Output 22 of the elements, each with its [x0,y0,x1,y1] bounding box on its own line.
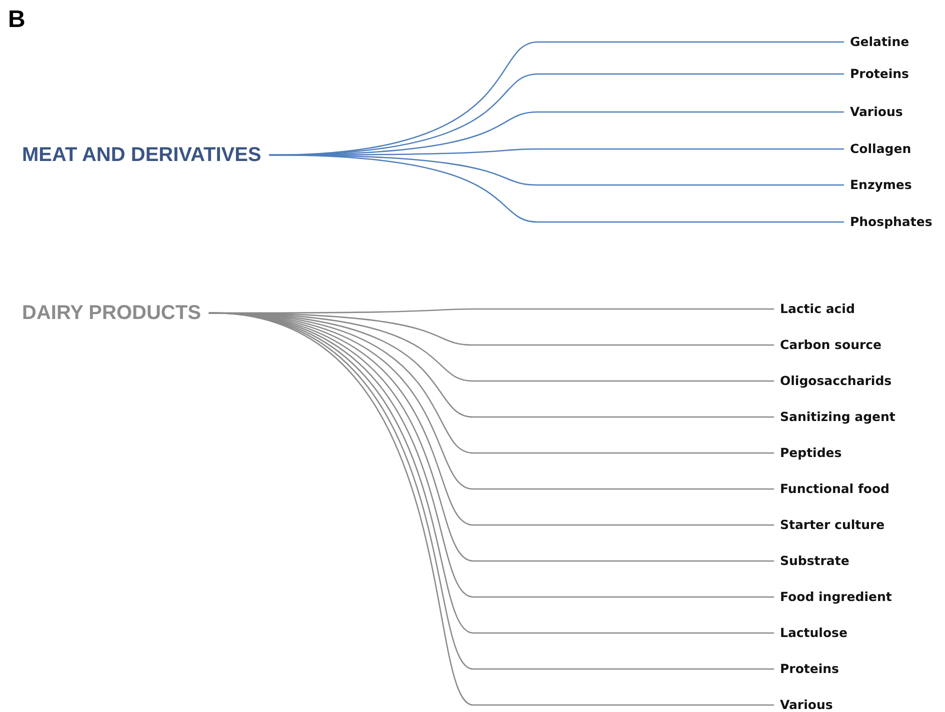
branch-label: Enzymes [850,176,912,194]
branch-label: Sanitizing agent [780,408,896,426]
branch-label: Collagen [850,140,912,158]
branch-label: Carbon source [780,336,882,354]
branch-label: Phosphates [850,213,932,231]
branch-label: Proteins [850,65,909,83]
branch-label: Proteins [780,660,839,678]
branch-label: Various [850,103,903,121]
branch-label: Various [780,696,833,712]
branch-label: Peptides [780,444,842,462]
category-heading: MEAT AND DERIVATIVES [22,143,262,167]
branch-label: Lactulose [780,624,848,642]
branch-label: Lactic acid [780,300,855,318]
branch-label: Food ingredient [780,588,892,606]
branch-label: Oligosaccharids [780,372,892,390]
branch-label: Substrate [780,552,850,570]
branch-label: Gelatine [850,33,910,51]
branch-line [269,154,844,223]
branch-label: Starter culture [780,516,885,534]
category-heading: DAIRY PRODUCTS [22,301,201,325]
panel-letter: B [8,6,26,34]
branch-label: Functional food [780,480,890,498]
